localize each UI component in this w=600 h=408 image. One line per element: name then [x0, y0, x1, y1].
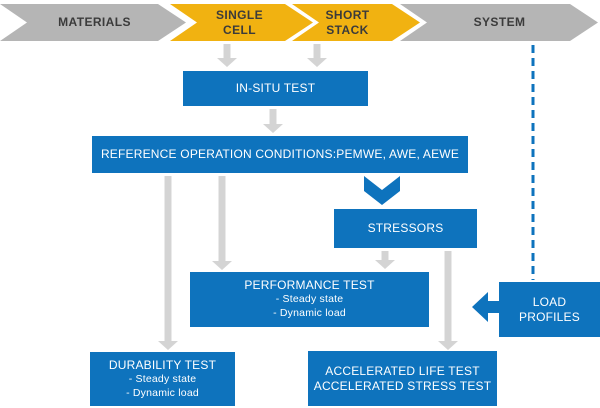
box-reference-title: REFERENCE OPERATION CONDITIONS:PEMWE, AW… [100, 147, 460, 161]
arrow-load-profiles-left [472, 292, 500, 322]
box-in-situ-test: IN-SITU TEST [183, 71, 368, 106]
stage-single-cell-chevron [170, 4, 313, 41]
box-performance-item-dynamic-load: - Dynamic load [273, 307, 346, 319]
box-stressors: STRESSORS [334, 209, 477, 248]
stage-label-single-cell: SINGLE CELL [215, 8, 264, 37]
stage-label-system: SYSTEM [473, 15, 526, 30]
stage-label-materials: MATERIALS [58, 15, 131, 30]
arrow-reference-to-performance [212, 176, 232, 270]
box-accelerated-title: ACCELERATED LIFE TEST ACCELERATED STRESS… [313, 363, 492, 393]
box-performance-test: PERFORMANCE TEST - Steady state - Dynami… [190, 272, 429, 327]
stage-label-short-stack: SHORT STACK [325, 8, 370, 37]
arrow-stressors-to-performance [375, 251, 395, 269]
arrow-reference-to-durability [158, 176, 178, 350]
box-durability-test: DURABILITY TEST - Steady state - Dynamic… [90, 352, 235, 406]
box-stressors-title: STRESSORS [367, 221, 444, 235]
box-load-profiles-title: LOAD PROFILES [519, 294, 580, 324]
box-load-profiles: LOAD PROFILES [499, 282, 600, 337]
box-accelerated-tests: ACCELERATED LIFE TEST ACCELERATED STRESS… [308, 351, 497, 406]
box-durability-item-dynamic-load: - Dynamic load [126, 386, 199, 399]
chevron-down-icon [364, 176, 400, 205]
arrow-stressors-to-accelerated [438, 251, 458, 350]
stage-short-stack-chevron [292, 4, 420, 41]
box-performance-title: PERFORMANCE TEST [244, 278, 375, 293]
arrow-insitu-to-reference [263, 109, 283, 133]
stage-materials-chevron [0, 4, 186, 41]
box-in-situ-test-title: IN-SITU TEST [235, 81, 316, 95]
box-durability-item-steady-state: - Steady state [128, 372, 197, 385]
arrow-short-stack-to-insitu [307, 44, 327, 67]
box-performance-item-steady-state: - Steady state [275, 293, 344, 306]
arrow-single-cell-to-insitu [217, 44, 237, 67]
box-durability-title: DURABILITY TEST [108, 357, 217, 372]
stage-system-chevron [400, 4, 598, 41]
box-reference-operation-conditions: REFERENCE OPERATION CONDITIONS:PEMWE, AW… [92, 136, 468, 173]
